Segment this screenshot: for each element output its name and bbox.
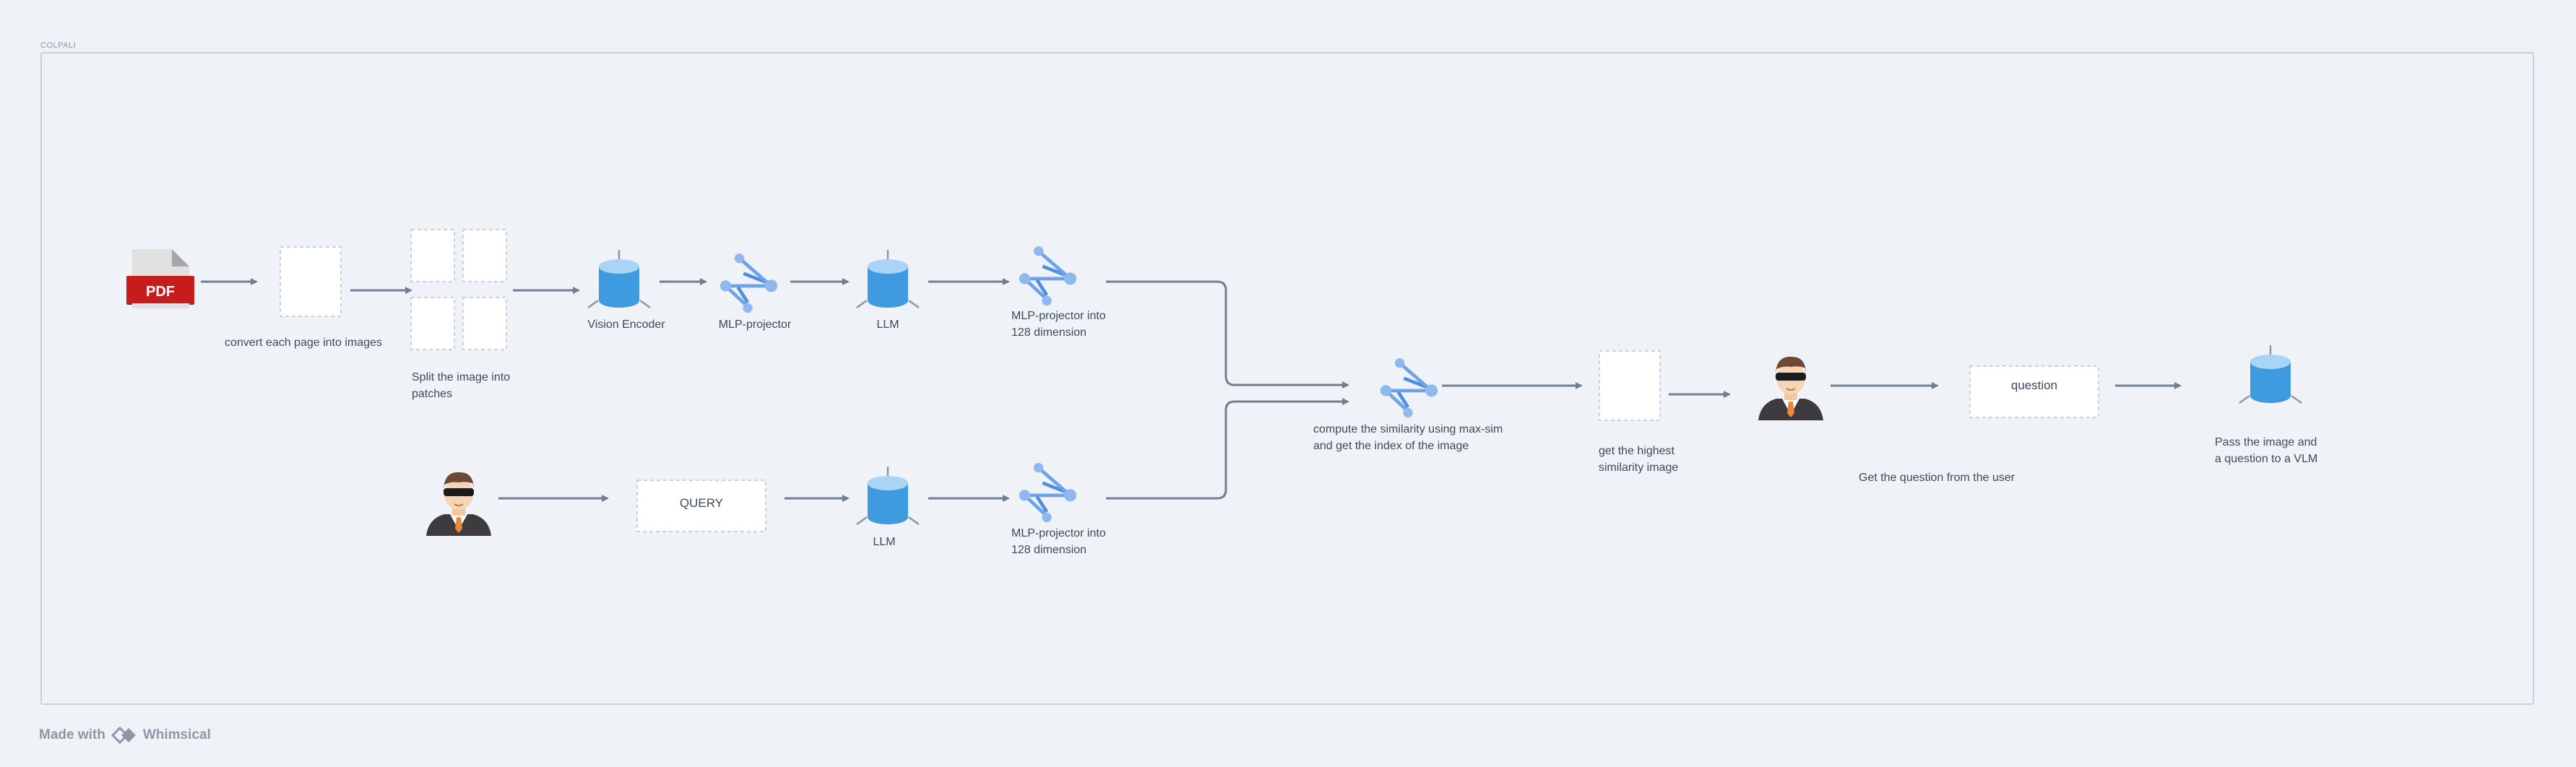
mlp-projector-icon xyxy=(720,254,777,313)
llm-bottom-label: LLM xyxy=(873,536,896,548)
split-label: Split the image into patches xyxy=(412,371,511,400)
patch-box xyxy=(410,297,455,350)
page-image-box xyxy=(280,246,342,317)
question-label: Get the question from the user xyxy=(1859,472,2015,484)
highest-similarity-label: get the highest similarity image xyxy=(1599,445,1679,474)
arrow xyxy=(1106,280,1349,389)
whimsical-text: Whimsical xyxy=(142,727,211,742)
connector-arrows xyxy=(201,278,2182,502)
frame-border xyxy=(40,52,2534,705)
user-query-avatar-icon xyxy=(425,471,492,536)
convert-label: convert each page into images xyxy=(225,337,382,349)
question-text: question xyxy=(2010,378,2058,392)
arrow xyxy=(1106,398,1349,500)
patch-box xyxy=(410,229,455,282)
patch-box xyxy=(462,297,507,350)
question-box xyxy=(1969,365,2099,418)
llm-bottom-icon xyxy=(855,467,920,526)
mlp-128-top-label: MLP-projector into 128 dimension xyxy=(1011,310,1106,339)
llm-top-label: LLM xyxy=(876,318,899,331)
made-with-text: Made with xyxy=(39,727,105,742)
user-question-avatar-icon xyxy=(1758,355,1824,420)
pdf-file-icon: PDF xyxy=(126,249,194,308)
vlm-label: Pass the image and a question to a VLM xyxy=(2215,436,2318,465)
llm-top-icon xyxy=(855,250,920,309)
pdf-badge-text: PDF xyxy=(146,284,175,300)
query-text: QUERY xyxy=(679,496,724,510)
frame-title: COLPALI xyxy=(40,41,77,50)
vlm-icon xyxy=(2238,345,2303,404)
mlp-128-bottom-label: MLP-projector into 128 dimension xyxy=(1011,527,1106,556)
whimsical-brand: Whimsical xyxy=(111,727,211,744)
mlp-projector-label: MLP-projector xyxy=(718,318,792,331)
vision-encoder-icon xyxy=(587,250,652,309)
made-with-footer[interactable]: Made with Whimsical xyxy=(39,727,211,744)
whimsical-logo-icon xyxy=(111,727,136,744)
vision-encoder-label: Vision Encoder xyxy=(587,318,665,331)
highest-image-box xyxy=(1599,350,1661,421)
similarity-label: compute the similarity using max-sim and… xyxy=(1313,423,1503,452)
similarity-projector-icon xyxy=(1380,358,1438,417)
patches-grid xyxy=(410,229,507,350)
mlp-128-bottom-icon xyxy=(1019,463,1076,522)
query-box xyxy=(636,480,766,532)
patch-box xyxy=(462,229,507,282)
mlp-128-top-icon xyxy=(1019,246,1076,306)
